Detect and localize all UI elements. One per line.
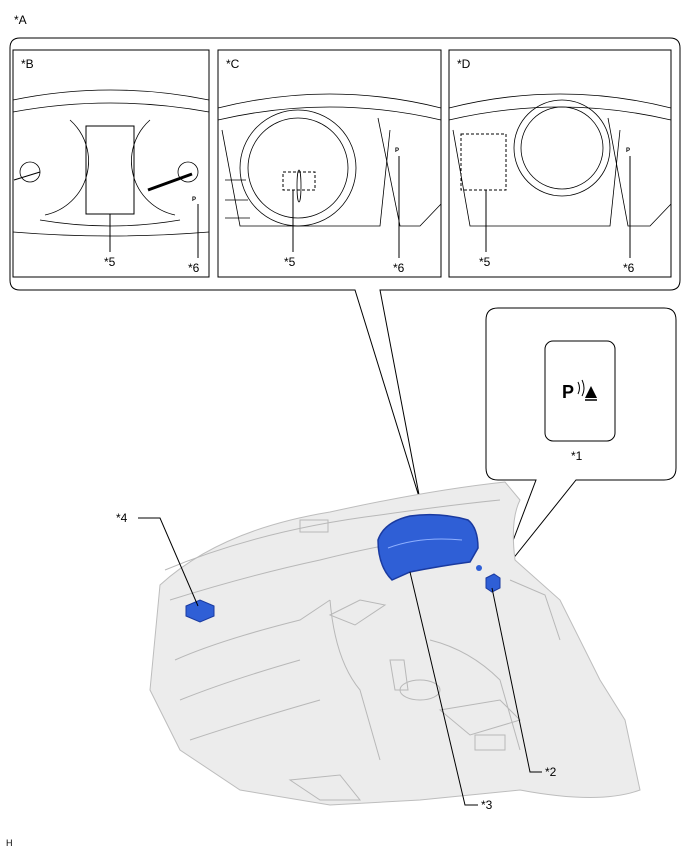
gauge-left-rim: [44, 119, 89, 216]
switch-icon-letter: P: [562, 382, 574, 402]
gauge-ring-outer-c: [239, 109, 357, 227]
panel-d-icon: P: [626, 148, 630, 154]
sonar-waves-icon: [577, 379, 585, 397]
panel-d-callout-icon: *6: [623, 261, 635, 275]
callout-2: *2: [545, 765, 557, 779]
panel-b-icon: P: [192, 197, 196, 203]
part-4-highlight: [185, 599, 215, 623]
needle-hub-left: [19, 161, 41, 183]
panel-b-frame: [12, 49, 210, 278]
part-2-highlight: [485, 573, 501, 593]
corner-code: H: [6, 838, 13, 848]
leader-3: [409, 571, 478, 806]
needle-right: [147, 172, 193, 192]
leader-4: [138, 517, 199, 607]
gauge-ring-inner-c: [247, 117, 349, 219]
panel-b-label: *B: [21, 57, 34, 71]
panel-d-frame: [448, 49, 672, 278]
clearance-sonar-switch: [544, 340, 616, 442]
callout-4: *4: [116, 511, 128, 525]
panel-c-frame: [217, 49, 442, 278]
panel-c-callout-display: *5: [284, 255, 296, 269]
panel-c: *C P *5 *6: [217, 49, 442, 278]
panel-b-callout-icon: *6: [188, 261, 200, 275]
needle-hub-right: [177, 161, 199, 183]
gauge-ring-inner-d: [520, 106, 604, 190]
needle-c: [296, 169, 302, 203]
inset-group-frame: [9, 37, 681, 501]
switch-detail-frame: [485, 307, 677, 576]
gauge-right-rim: [131, 119, 176, 216]
panel-c-icon: P: [395, 148, 399, 154]
dash-body: [149, 481, 641, 806]
panel-d-label: *D: [457, 57, 471, 71]
panel-d: *D P *5 *6: [448, 49, 672, 278]
callout-3: *3: [481, 798, 493, 812]
multi-info-display-c: [282, 171, 316, 191]
obstacle-triangle-icon: [585, 386, 597, 398]
panel-c-callout-icon: *6: [393, 261, 405, 275]
switch-detail-inset: P *1: [485, 307, 677, 576]
multi-info-display-b: [85, 125, 135, 215]
panel-b-callout-display: *5: [104, 255, 116, 269]
panel-d-callout-display: *5: [479, 255, 491, 269]
leader-2: [491, 587, 542, 773]
panel-b: *B P *5 *6: [12, 49, 210, 278]
panel-c-label: *C: [226, 57, 240, 71]
switch-callout: *1: [571, 449, 583, 463]
multi-info-display-d: [460, 133, 507, 191]
figure-label: *A: [14, 13, 27, 27]
dashboard-illustration: [149, 481, 641, 806]
combination-meter: [377, 513, 479, 581]
gauge-ring-outer-d: [513, 99, 611, 197]
